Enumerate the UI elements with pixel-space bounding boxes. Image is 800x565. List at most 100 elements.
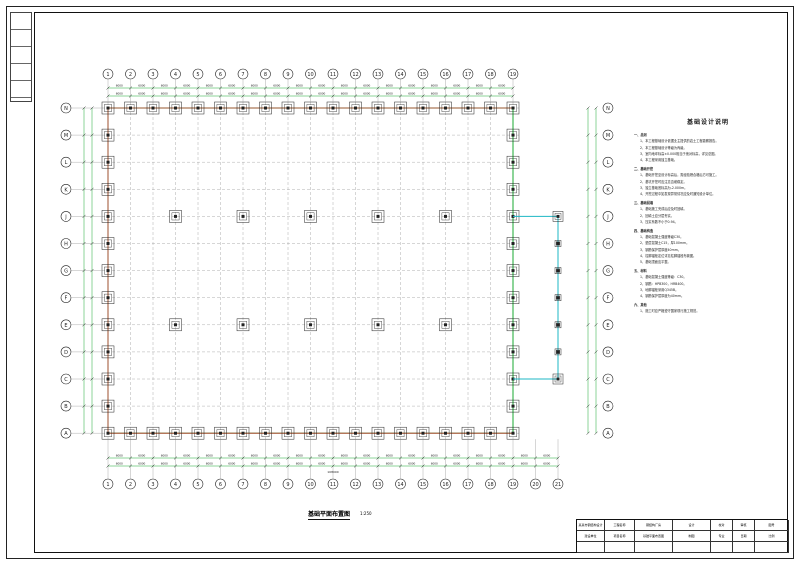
footing-inner bbox=[509, 131, 517, 139]
axis-bubble-left-label: A bbox=[64, 431, 68, 437]
footing-inner bbox=[556, 268, 561, 273]
dimension-tick bbox=[466, 464, 470, 468]
column-base bbox=[106, 160, 110, 164]
axis-bubble-right-label: E bbox=[606, 323, 609, 329]
notes-section-heading: 五、材料 bbox=[634, 269, 647, 274]
footing-inner bbox=[509, 429, 517, 438]
axis-bubble-right bbox=[602, 156, 614, 168]
footing-inner bbox=[104, 293, 112, 302]
dimension-tick bbox=[594, 296, 598, 300]
dimension-text: 6000 bbox=[521, 462, 528, 466]
dimension-tick bbox=[106, 94, 110, 98]
column-base bbox=[196, 106, 200, 110]
column-base bbox=[511, 323, 515, 327]
axis-bubble-bottom-label: 13 bbox=[375, 482, 381, 488]
footing-annex-small bbox=[554, 294, 562, 301]
dimension-tick bbox=[511, 94, 515, 98]
dimension-tick bbox=[286, 94, 290, 98]
footing-inner bbox=[396, 104, 405, 112]
title-block-cell: 图号 bbox=[755, 520, 789, 531]
notes-line: 1、基础混凝土强度等级C30。 bbox=[640, 235, 684, 240]
footing-inner bbox=[216, 429, 225, 438]
axis-bubble-top-label: 14 bbox=[397, 72, 403, 78]
footing-inner bbox=[104, 158, 112, 167]
title-block-cell bbox=[635, 542, 673, 553]
notes-section-heading: 二、基础开挖 bbox=[634, 167, 654, 172]
footing-inner bbox=[509, 266, 517, 275]
footing-inner bbox=[374, 321, 382, 329]
axis-bubble-right bbox=[602, 319, 614, 331]
dimension-text: 6000 bbox=[161, 84, 168, 88]
dimension-tick bbox=[594, 404, 598, 408]
dimension-tick bbox=[586, 133, 590, 137]
footing-inner bbox=[306, 104, 315, 112]
column-base bbox=[511, 404, 515, 408]
footing-right bbox=[506, 264, 520, 277]
axis-bubble-left-label: C bbox=[64, 377, 68, 383]
dimension-text: 6000 bbox=[363, 462, 370, 466]
column-base bbox=[511, 133, 515, 137]
column-base bbox=[264, 106, 267, 110]
notes-line: 2、回填土应分层夯实。 bbox=[640, 213, 674, 218]
dimension-tick bbox=[128, 94, 133, 98]
footing-inner bbox=[284, 104, 292, 112]
footing-inner bbox=[194, 429, 202, 438]
dimension-tick bbox=[353, 94, 358, 98]
dimension-tick bbox=[173, 456, 178, 460]
title-block-cell: 基础平面布置图 bbox=[635, 531, 673, 542]
axis-bubble-left-label: K bbox=[64, 187, 68, 193]
column-base bbox=[511, 431, 515, 435]
dimension-tick bbox=[398, 464, 403, 468]
axis-bubble-top-label: 10 bbox=[307, 72, 313, 78]
title-block-cell bbox=[711, 542, 733, 553]
axis-bubble-top-label: 16 bbox=[442, 72, 448, 78]
axis-bubble-top-label: 9 bbox=[286, 72, 289, 78]
drawing-border bbox=[34, 12, 788, 553]
column-base bbox=[106, 350, 110, 354]
footing-inner bbox=[351, 429, 360, 438]
dimension-tick bbox=[443, 464, 448, 468]
footing-annex bbox=[552, 373, 564, 385]
dimension-tick bbox=[308, 464, 313, 468]
axis-bubble-bottom-label: 16 bbox=[442, 482, 448, 488]
dimension-text: 6000 bbox=[161, 92, 168, 96]
axis-bubble-right bbox=[602, 265, 614, 276]
dimension-text: 6000 bbox=[453, 454, 460, 458]
dimension-tick bbox=[376, 94, 380, 98]
axis-bubble-top-label: 8 bbox=[264, 72, 267, 78]
dimension-tick bbox=[151, 464, 155, 468]
dimension-tick bbox=[594, 241, 598, 246]
dimension-text: 6000 bbox=[116, 92, 123, 96]
notes-line: 1、基础混凝土强度等级：C30。 bbox=[640, 275, 687, 280]
footing-inner bbox=[441, 212, 450, 221]
dimension-tick bbox=[586, 241, 590, 246]
title-block-cell: 工程名称 bbox=[605, 520, 635, 531]
notes-line: 1、本工程基础设计依据业主提供的岩土工程勘察报告。 bbox=[640, 139, 719, 144]
dimension-tick bbox=[82, 133, 86, 137]
footing-inner bbox=[149, 429, 157, 438]
footing-inner bbox=[441, 429, 450, 438]
dimension-text: 6000 bbox=[521, 454, 528, 458]
notes-line: 5、基础顶面应平整。 bbox=[640, 260, 671, 265]
dimension-text: 6000 bbox=[296, 454, 303, 458]
dimension-tick bbox=[151, 456, 155, 460]
notes-line: 3、钢筋保护层厚度40mm。 bbox=[640, 247, 681, 252]
axis-bubble-top-label: 4 bbox=[174, 72, 177, 78]
dimension-text: 6000 bbox=[138, 84, 145, 88]
column-base bbox=[444, 106, 447, 110]
axis-bubble-top-label: 18 bbox=[487, 72, 493, 78]
footing-right bbox=[506, 183, 520, 196]
axis-bubble-left-label: E bbox=[64, 323, 67, 329]
footing-inner bbox=[509, 239, 517, 248]
dimension-tick bbox=[90, 241, 94, 246]
footing-right bbox=[506, 345, 520, 359]
column-base bbox=[511, 187, 515, 191]
column-base bbox=[241, 106, 245, 110]
dimension-tick bbox=[586, 296, 590, 300]
dimension-tick bbox=[90, 431, 94, 435]
axis-bubble-right-label: L bbox=[607, 160, 610, 166]
dimension-text: 6000 bbox=[318, 454, 325, 458]
dimension-text: 6000 bbox=[431, 92, 438, 96]
footing-inner bbox=[171, 104, 180, 112]
annex-beam bbox=[513, 215, 559, 380]
